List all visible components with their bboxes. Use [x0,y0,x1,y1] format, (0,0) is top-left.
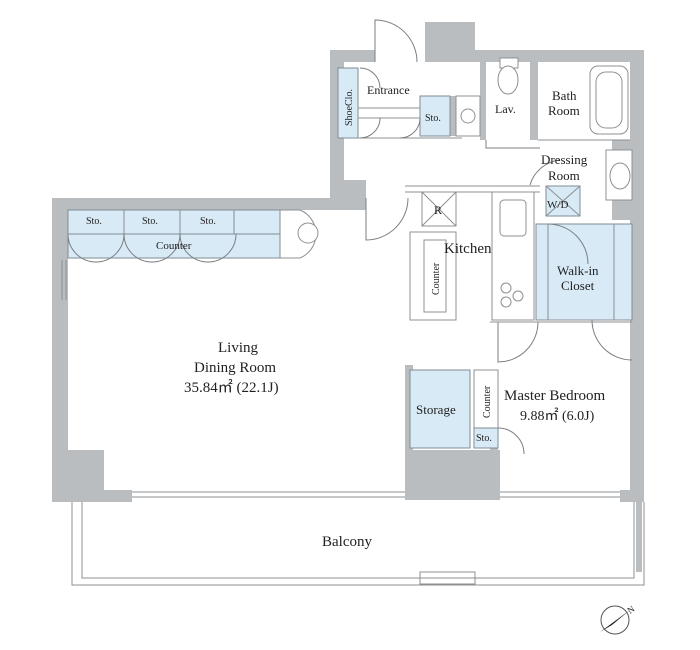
bedroom-counter-label: Counter [482,385,493,418]
windows [61,260,620,498]
living-storage-row [67,209,319,263]
room-labels: Entrance ShoeClo. Sto. Lav. Bath Room Dr… [86,83,606,550]
lavatory-label: Lav. [495,102,516,116]
living-storage-label-1: Sto. [86,216,102,227]
compass-circle [600,605,630,635]
kitchen-label: Kitchen [444,241,492,257]
entrance-label: Entrance [367,83,410,97]
master-bedroom-label: Master Bedroom [504,388,606,404]
kitchen-area [365,185,540,321]
living-storage-label-2: Sto. [142,216,158,227]
compass-north-label: N [625,603,636,615]
dressing-label-line1: Dressing [541,152,588,167]
living-storage-label-3: Sto. [200,216,216,227]
refrigerator-label: R [434,203,442,217]
master-bedroom-area-label: 9.88㎡ (6.0J) [520,408,595,424]
outer-walls [52,22,644,502]
entrance-storage-label: Sto. [425,113,441,124]
walkin-closet [535,223,633,361]
washer-dryer-label: W/D [547,199,568,211]
bedroom-storage [409,321,632,455]
wet-area [455,57,633,217]
balcony-label: Balcony [322,534,372,550]
living-counter-label: Counter [156,240,192,252]
storage-large-label: Storage [416,402,456,417]
shoe-closet-label: ShoeClo. [344,89,355,126]
bath-label-line2: Room [548,103,580,118]
north-arrow-icon [600,610,630,632]
compass: N [600,603,637,635]
living-label-line1: Living [218,340,258,356]
kitchen-counter-label: Counter [431,262,442,295]
dressing-label-line2: Room [548,168,580,183]
living-area-label: 35.84㎡ (22.1J) [184,379,279,396]
living-label-line2: Dining Room [194,360,276,376]
bath-label-line1: Bath [552,88,577,103]
bedroom-storage-label: Sto. [476,433,492,444]
walkin-label-line1: Walk-in [557,263,599,278]
walkin-label-line2: Closet [561,278,595,293]
balcony-area [71,502,645,586]
entrance-area [337,19,462,139]
